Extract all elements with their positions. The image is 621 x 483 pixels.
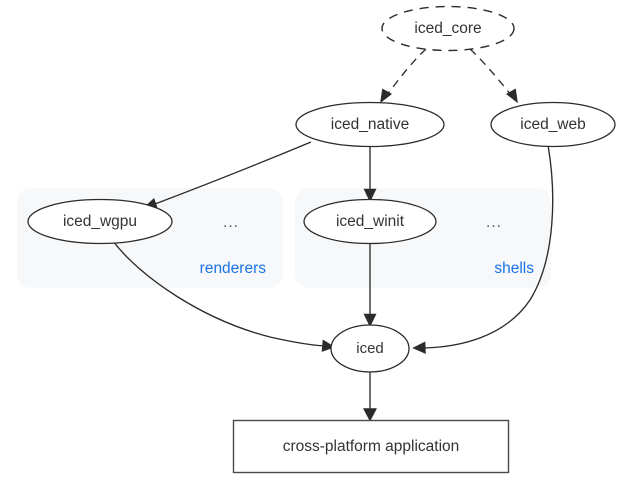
node-iced-native[interactable]: iced_native [295,101,445,148]
node-iced-wgpu[interactable]: iced_wgpu [27,198,173,245]
edge-iced-core-to-iced-native [386,48,427,96]
node-iced-web[interactable]: iced_web [490,101,616,148]
arrowhead-iced-winit-to-iced [363,313,377,328]
iced-winit-ellipse [303,198,437,245]
edge-iced-native-to-iced-wgpu [154,141,312,205]
iced-wgpu-ellipse [27,198,173,245]
node-iced-core[interactable]: iced_core [381,5,515,52]
iced-web-ellipse [490,101,616,148]
application-label: cross-platform application [283,438,460,455]
application-rect [232,419,510,474]
node-iced[interactable]: iced [330,324,410,373]
edge-iced-core-to-iced-web [469,48,512,96]
iced-ellipse [330,324,410,373]
edge-iced-web-to-iced [423,144,554,349]
edge-iced-wgpu-to-iced [112,240,325,347]
node-application[interactable]: cross-platform application [232,419,510,474]
arrowhead-iced-core-to-iced-web [505,88,518,104]
arrowhead-iced-core-to-iced-native [380,88,393,104]
iced-winit-label: iced_winit [336,213,405,230]
iced-core-ellipse [381,5,515,52]
shells-more-ellipsis: ... [486,214,502,231]
arrowhead-iced-wgpu-to-iced [321,339,336,352]
arrowhead-iced-web-to-iced [412,341,426,354]
node-iced-winit[interactable]: iced_winit [303,198,437,245]
cluster-shells-label: shells [494,260,534,277]
iced-native-ellipse [295,101,445,148]
arrowhead-iced-to-application [363,408,377,422]
iced-core-label: iced_core [414,20,481,37]
iced-label: iced [356,340,384,357]
iced-wgpu-label: iced_wgpu [63,213,137,230]
iced-native-label: iced_native [331,116,409,133]
cluster-renderers-label: renderers [200,260,267,277]
arrowhead-iced-native-to-iced-winit [363,188,377,203]
iced-web-label: iced_web [520,116,586,133]
renderers-more-ellipsis: ... [223,214,239,231]
